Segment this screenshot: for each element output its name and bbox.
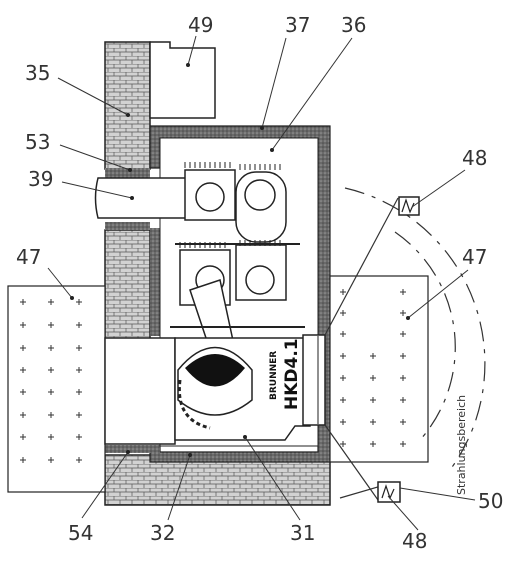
heat-exchanger-fittings <box>179 169 287 351</box>
chimney-cover-plate <box>149 41 216 119</box>
callout-48b: 48 <box>402 529 427 553</box>
stove-model: HKD4.1 <box>282 338 302 410</box>
callout-53: 53 <box>25 130 50 154</box>
callout-50: 50 <box>478 489 503 513</box>
callout-49: 49 <box>188 13 213 37</box>
callout-47-left: 47 <box>16 245 41 269</box>
callout-48a: 48 <box>462 146 487 170</box>
sensor-upper <box>398 196 420 216</box>
cooling-fins <box>170 162 305 328</box>
callout-numbers: 49 37 36 35 53 39 48 47 47 50 54 32 31 4… <box>16 13 503 553</box>
stove-firebox <box>104 334 326 445</box>
callout-39: 39 <box>28 167 53 191</box>
callout-47-right: 47 <box>462 245 487 269</box>
callout-37: 37 <box>285 13 310 37</box>
stove-brand: BRUNNER <box>269 351 279 400</box>
stove-label: BRUNNER HKD4.1 <box>269 338 302 410</box>
callout-31: 31 <box>290 521 315 545</box>
flue-pipe <box>94 177 191 219</box>
leader-lines <box>47 35 476 531</box>
sensor-lower <box>377 481 401 503</box>
radiation-panel-right <box>329 275 429 463</box>
radiation-panel-left <box>7 285 106 493</box>
callout-54: 54 <box>68 521 93 545</box>
callout-36: 36 <box>341 13 366 37</box>
callout-35: 35 <box>25 61 50 85</box>
leader-dots <box>70 63 410 457</box>
radiation-zone-boundary <box>324 187 486 501</box>
radiation-zone-label: Strahlungsbereich <box>455 395 468 495</box>
callout-32: 32 <box>150 521 175 545</box>
